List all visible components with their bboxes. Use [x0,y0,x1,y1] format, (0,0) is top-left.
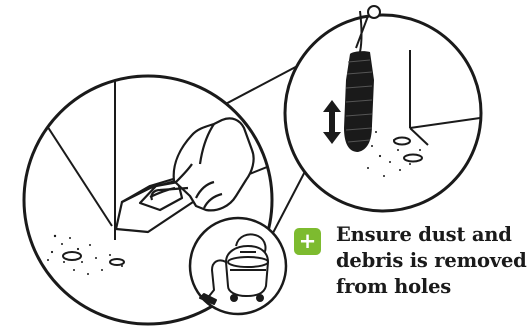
inset-scene [285,6,481,211]
tip-line: Ensure dust and [336,222,526,248]
plus-badge: + [294,228,321,255]
vacuum-cleaner-icon [190,218,286,314]
tip-text: Ensure dust and debris is removed from h… [336,222,526,300]
tip-line: from holes [336,274,526,300]
tip-line: debris is removed [336,248,526,274]
plus-icon: + [299,231,317,252]
